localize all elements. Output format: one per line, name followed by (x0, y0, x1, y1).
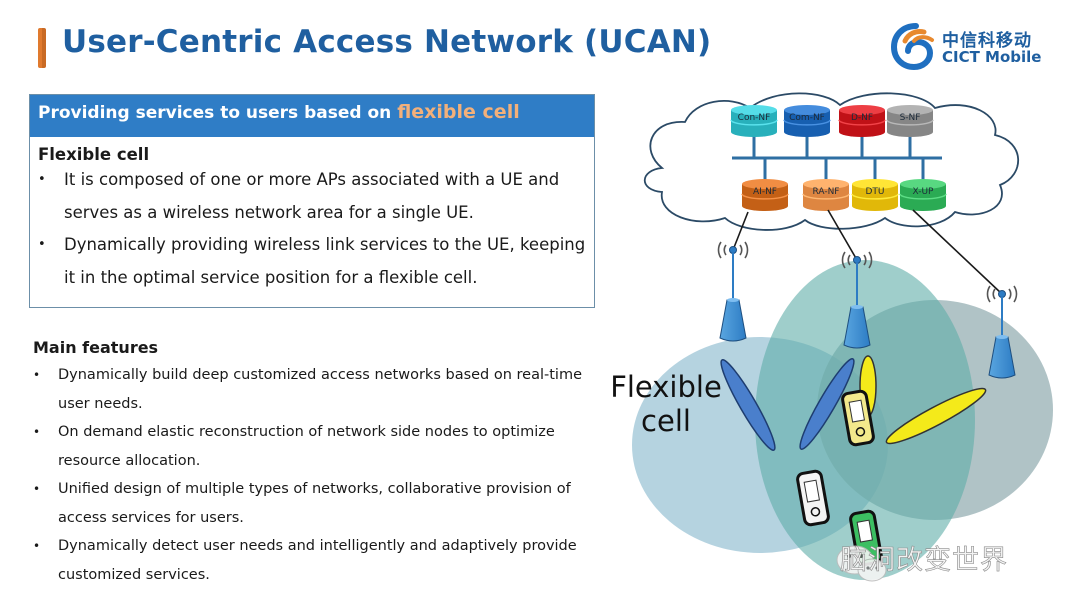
node-label: S-NF (900, 113, 921, 123)
flexible-cell-box: Providing services to users based on fle… (29, 94, 595, 308)
access-point-tower (841, 251, 873, 349)
flexible-cell-label: Flexible cell (610, 370, 722, 438)
signal-waves-icon (841, 251, 873, 269)
network-function-d-nf: D-NF (838, 105, 886, 137)
flexible-cell-box-heading: Providing services to users based on fle… (30, 95, 594, 137)
heading-highlight: flexible cell (397, 101, 520, 123)
beam-blue-left (720, 359, 776, 451)
logo-english-name: CICT Mobile (942, 48, 1042, 66)
access-point-tower (986, 285, 1018, 379)
feature-item: On demand elastic reconstruction of netw… (33, 418, 603, 475)
page-title: User-Centric Access Network (UCAN) (62, 24, 712, 60)
beam-yellow-right (885, 387, 987, 445)
signal-waves-icon (986, 285, 1018, 303)
node-label: DTU (865, 187, 884, 197)
watermark-text: 脑洞改变世界 (840, 545, 1008, 577)
flexible-cell-subheading: Flexible cell (38, 145, 150, 164)
title-accent-bar (38, 28, 46, 68)
ucan-network-diagram: Con-NF Com-NF D-NF S-NF AI-NF RA-NF DTU X-UP (600, 80, 1080, 608)
feature-item: Dynamically detect user needs and intell… (33, 532, 603, 589)
backhaul-links (732, 209, 1003, 295)
feature-item: Unified design of multiple types of netw… (33, 475, 603, 532)
main-features-list: Dynamically build deep customized access… (33, 361, 603, 589)
ue-phone-yellow (841, 389, 875, 447)
node-label: RA-NF (812, 187, 839, 197)
network-function-ra-nf: RA-NF (802, 179, 850, 211)
main-features-section: Main features Dynamically build deep cus… (33, 338, 603, 589)
bus-lines (732, 134, 942, 180)
cict-logo-icon (890, 23, 934, 70)
network-function-dtu: DTU (851, 179, 899, 211)
logo-chinese-name: 中信科移动 (942, 31, 1032, 51)
network-function-com-nf: Com-NF (783, 105, 831, 137)
network-function-ai-nf: AI-NF (741, 179, 789, 211)
node-label: AI-NF (753, 187, 777, 197)
bullet-item: Dynamically providing wireless link serv… (38, 229, 586, 294)
cict-mobile-logo: 中信科移动 CICT Mobile (890, 22, 1050, 70)
node-label: Con-NF (738, 113, 771, 123)
heading-prefix: Providing services to users based on (38, 103, 398, 123)
main-features-heading: Main features (33, 338, 159, 357)
flexible-cell-bullets: It is composed of one or more APs associ… (38, 164, 586, 294)
beam-blue-middle (799, 358, 855, 450)
access-point-tower (717, 241, 749, 342)
node-label: D-NF (851, 113, 873, 123)
wechat-icon (836, 545, 887, 582)
network-function-con-nf: Con-NF (730, 105, 778, 137)
feature-item: Dynamically build deep customized access… (33, 361, 603, 418)
network-function-x-up: X-UP (899, 179, 947, 211)
node-label: Com-NF (789, 113, 825, 123)
signal-waves-icon (717, 241, 749, 259)
network-function-s-nf: S-NF (886, 105, 934, 137)
ue-phone-white (796, 469, 830, 527)
node-label: X-UP (913, 187, 935, 197)
bullet-item: It is composed of one or more APs associ… (38, 164, 586, 229)
